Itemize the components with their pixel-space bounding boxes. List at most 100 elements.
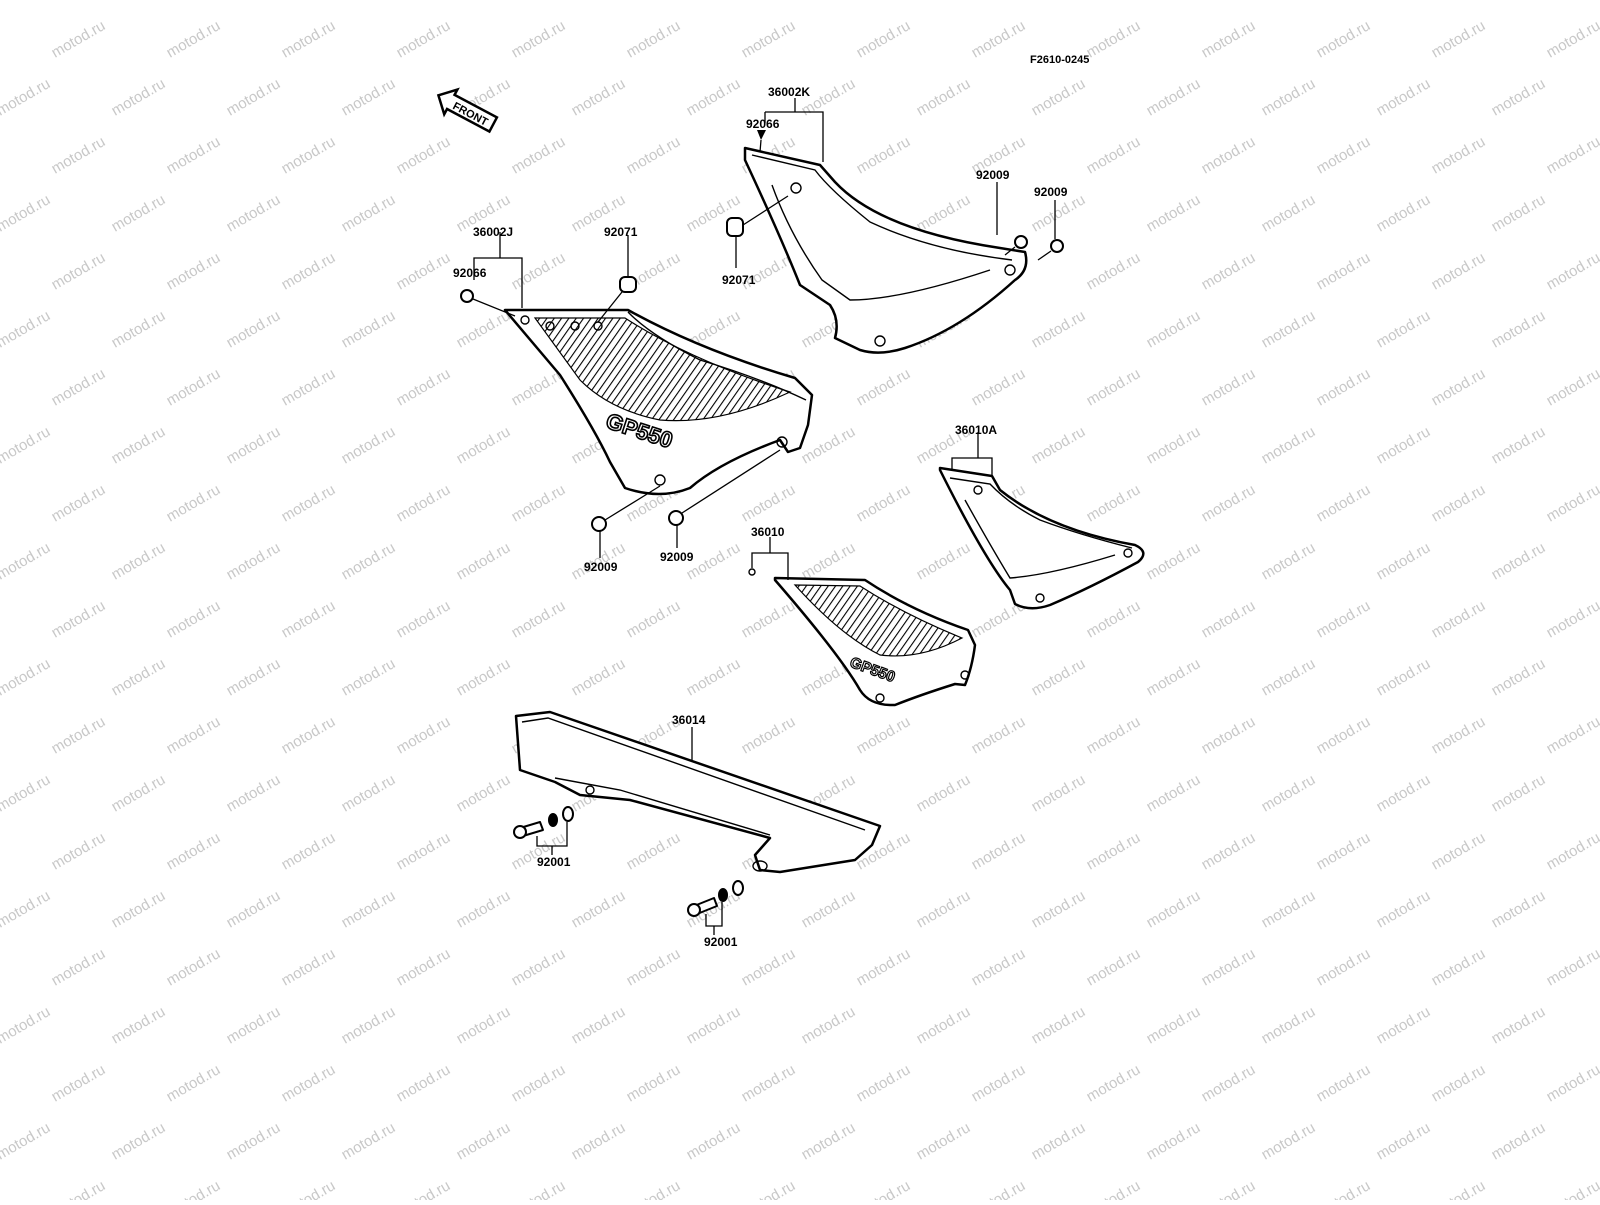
watermark-text: motod.ru	[1544, 945, 1600, 989]
watermark-text: motod.ru	[1259, 75, 1319, 119]
watermark-text: motod.ru	[1374, 655, 1434, 699]
watermark-text: motod.ru	[854, 1177, 914, 1200]
watermark-text: motod.ru	[0, 539, 53, 583]
watermark-text: motod.ru	[109, 191, 169, 235]
watermark-text: motod.ru	[0, 1003, 53, 1047]
watermark-text: motod.ru	[224, 1003, 284, 1047]
watermark-text: motod.ru	[339, 75, 399, 119]
watermark-text: motod.ru	[1259, 191, 1319, 235]
watermark-text: motod.ru	[1374, 1003, 1434, 1047]
watermark-text: motod.ru	[394, 133, 454, 177]
watermark-text: motod.ru	[914, 539, 974, 583]
watermark-text: motod.ru	[454, 771, 514, 815]
watermark-text: motod.ru	[454, 0, 514, 3]
watermark-text: motod.ru	[279, 17, 339, 61]
watermark-text: motod.ru	[854, 1061, 914, 1105]
watermark-text: motod.ru	[969, 713, 1029, 757]
watermark-text: motod.ru	[1544, 249, 1600, 293]
callout-92066-top: 92066	[746, 117, 780, 131]
watermark-text: motod.ru	[109, 655, 169, 699]
watermark-text: motod.ru	[569, 75, 629, 119]
callout-92009-b: 92009	[1034, 185, 1068, 199]
watermark-text: motod.ru	[739, 1061, 799, 1105]
watermark-text: motod.ru	[1429, 713, 1489, 757]
watermark-text: motod.ru	[969, 829, 1029, 873]
watermark-text: motod.ru	[0, 191, 53, 235]
watermark-text: motod.ru	[1144, 0, 1204, 3]
watermark-text: motod.ru	[109, 307, 169, 351]
watermark-text: motod.ru	[164, 945, 224, 989]
watermark-text: motod.ru	[1429, 597, 1489, 641]
watermark-text: motod.ru	[164, 17, 224, 61]
watermark-text: motod.ru	[1029, 655, 1089, 699]
watermark-text: motod.ru	[1489, 307, 1549, 351]
watermark-text: motod.ru	[164, 1061, 224, 1105]
watermark-text: motod.ru	[1084, 597, 1144, 641]
watermark-text: motod.ru	[394, 365, 454, 409]
watermark-text: motod.ru	[799, 1003, 859, 1047]
watermark-text: motod.ru	[1429, 945, 1489, 989]
watermark-text: motod.ru	[684, 75, 744, 119]
watermark-text: motod.ru	[1199, 1061, 1259, 1105]
watermark-text: motod.ru	[394, 713, 454, 757]
watermark-text: motod.ru	[914, 771, 974, 815]
watermark-text: motod.ru	[1429, 481, 1489, 525]
watermark-text: motod.ru	[569, 1003, 629, 1047]
watermark-text: motod.ru	[224, 191, 284, 235]
watermark-text: motod.ru	[854, 133, 914, 177]
callout-92071-top: 92071	[722, 273, 756, 287]
watermark-text: motod.ru	[969, 17, 1029, 61]
watermark-text: motod.ru	[1544, 829, 1600, 873]
watermark-text: motod.ru	[509, 945, 569, 989]
watermark-text: motod.ru	[454, 1003, 514, 1047]
watermark-text: motod.ru	[224, 307, 284, 351]
watermark-text: motod.ru	[1084, 1061, 1144, 1105]
watermark-text: motod.ru	[969, 365, 1029, 409]
watermark-text: motod.ru	[339, 1119, 399, 1163]
watermark-text: motod.ru	[1489, 655, 1549, 699]
watermark-text: motod.ru	[1374, 539, 1434, 583]
watermark-text: motod.ru	[454, 655, 514, 699]
bolt-92009-a[interactable]	[997, 182, 1027, 255]
leader-36010	[752, 537, 788, 580]
watermark-text: motod.ru	[279, 713, 339, 757]
watermark-text: motod.ru	[164, 481, 224, 525]
watermark-text: motod.ru	[1429, 1061, 1489, 1105]
callout-92066-left: 92066	[453, 266, 487, 280]
watermark-text: motod.ru	[914, 75, 974, 119]
watermark-text: motod.ru	[224, 539, 284, 583]
watermark-text: motod.ru	[509, 1061, 569, 1105]
clip-36010[interactable]	[749, 569, 755, 575]
watermark-text: motod.ru	[109, 771, 169, 815]
watermark-text: motod.ru	[1029, 307, 1089, 351]
watermark-text: motod.ru	[394, 481, 454, 525]
watermark-text: motod.ru	[109, 423, 169, 467]
watermark-text: motod.ru	[854, 945, 914, 989]
side-cover-left-36002J[interactable]: GP550	[505, 310, 812, 494]
watermark-text: motod.ru	[739, 17, 799, 61]
watermark-text: motod.ru	[1084, 365, 1144, 409]
watermark-text: motod.ru	[739, 713, 799, 757]
watermark-text: motod.ru	[394, 249, 454, 293]
watermark-text: motod.ru	[914, 0, 974, 3]
watermark-text: motod.ru	[509, 133, 569, 177]
watermark-text: motod.ru	[1314, 249, 1374, 293]
watermark-text: motod.ru	[1259, 0, 1319, 3]
watermark-text: motod.ru	[509, 597, 569, 641]
watermark-text: motod.ru	[224, 75, 284, 119]
watermark-text: motod.ru	[1489, 75, 1549, 119]
watermark-text: motod.ru	[509, 1177, 569, 1200]
watermark-text: motod.ru	[1544, 1177, 1600, 1200]
watermark-text: motod.ru	[1199, 133, 1259, 177]
watermark-text: motod.ru	[1259, 1119, 1319, 1163]
callout-92009-d: 92009	[660, 550, 694, 564]
watermark-text: motod.ru	[1314, 365, 1374, 409]
watermark-text: motod.ru	[1544, 481, 1600, 525]
watermark-text: motod.ru	[1314, 133, 1374, 177]
watermark-text: motod.ru	[454, 1119, 514, 1163]
callout-92071-left: 92071	[604, 225, 638, 239]
watermark-text: motod.ru	[1259, 539, 1319, 583]
side-cover-right-36010A[interactable]	[940, 468, 1143, 608]
clip-92066-left[interactable]	[461, 290, 515, 316]
